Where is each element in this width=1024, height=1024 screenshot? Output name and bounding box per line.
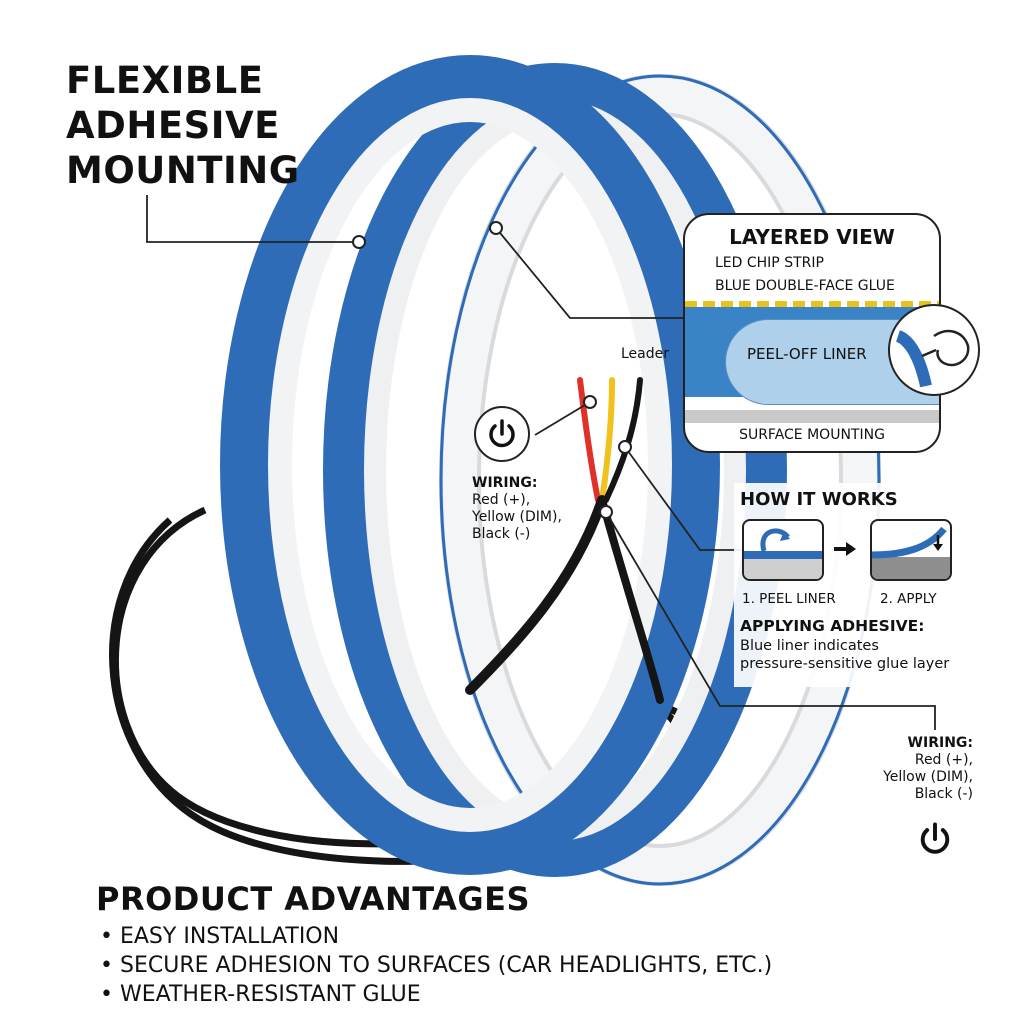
applying-adhesive-description: Blue liner indicates pressure-sensitive … <box>740 637 949 673</box>
headline-line-3: MOUNTING <box>66 149 300 192</box>
wiring-title: WIRING: <box>907 735 973 751</box>
applying-desc-line-2: pressure-sensitive glue layer <box>740 656 950 672</box>
surface-mounting-label: SURFACE MOUNTING <box>739 427 885 443</box>
product-advantages-list: EASY INSTALLATION SECURE ADHESION TO SUR… <box>100 922 772 1009</box>
hand-peel-icon <box>888 304 980 396</box>
applying-adhesive-title: APPLYING ADHESIVE: <box>740 617 925 635</box>
advantage-item: EASY INSTALLATION <box>100 922 772 951</box>
applying-desc-line-1: Blue liner indicates <box>740 638 879 654</box>
arrow-right-icon <box>832 539 858 563</box>
wiring-info-right: WIRING: Red (+), Yellow (DIM), Black (-) <box>875 735 973 803</box>
led-chip-layer <box>685 301 939 307</box>
wiring-yellow: Yellow (DIM), <box>472 509 562 525</box>
power-icon <box>916 820 954 862</box>
power-icon <box>474 406 530 462</box>
ring-back <box>439 74 881 886</box>
step-2-label: 2. APPLY <box>880 591 937 607</box>
advantage-item: WEATHER-RESISTANT GLUE <box>100 980 772 1009</box>
blue-glue-label: BLUE DOUBLE-FACE GLUE <box>715 278 895 294</box>
headline: FLEXIBLE ADHESIVE MOUNTING <box>66 58 300 193</box>
how-it-works-title: HOW IT WORKS <box>740 489 898 510</box>
peel-off-liner-label: PEEL-OFF LINER <box>747 345 867 363</box>
step-1-label: 1. PEEL LINER <box>742 591 836 607</box>
apply-icon <box>870 519 952 581</box>
layered-view-title: LAYERED VIEW <box>729 225 895 249</box>
wiring-yellow: Yellow (DIM), <box>883 769 973 785</box>
surface-layer <box>685 410 939 423</box>
headline-line-2: ADHESIVE <box>66 104 280 147</box>
how-it-works-panel: HOW IT WORKS 1. PEEL LINER 2. APPLY APPL… <box>734 483 990 687</box>
wiring-black: Black (-) <box>914 786 973 802</box>
product-advantages-title: PRODUCT ADVANTAGES <box>96 880 531 918</box>
peel-liner-icon <box>742 519 824 581</box>
wiring-red: Red (+), <box>472 492 531 508</box>
callout-dots <box>352 221 632 519</box>
advantage-item: SECURE ADHESION TO SURFACES (CAR HEADLIG… <box>100 951 772 980</box>
wiring-red: Red (+), <box>914 752 973 768</box>
ring-front <box>220 55 720 875</box>
wiring-info-left: WIRING: Red (+), Yellow (DIM), Black (-) <box>472 475 562 543</box>
wiring-title: WIRING: <box>472 475 538 491</box>
wiring-black: Black (-) <box>472 526 531 542</box>
led-chip-strip-label: LED CHIP STRIP <box>715 255 824 271</box>
headline-line-1: FLEXIBLE <box>66 59 264 102</box>
leader-label: Leader <box>621 346 670 362</box>
